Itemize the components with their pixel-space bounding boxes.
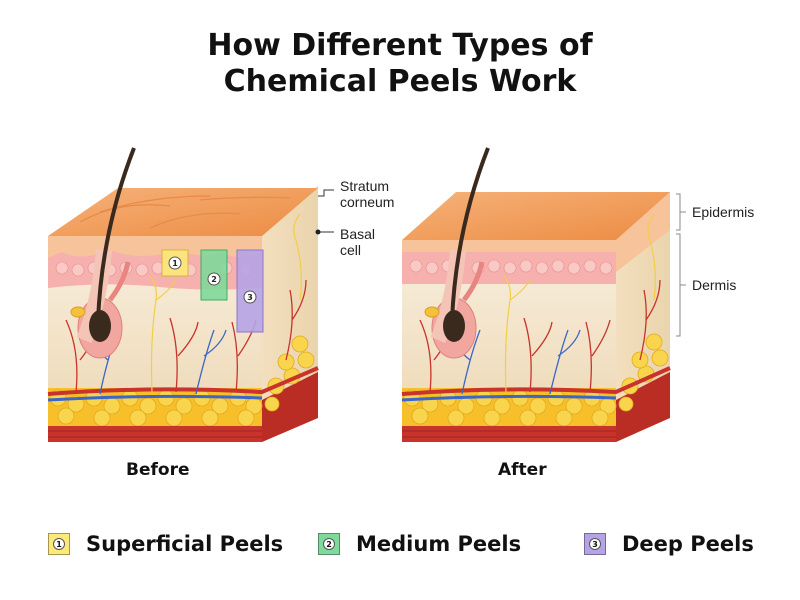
after-epidermis-front — [402, 240, 616, 252]
legend-swatch-medium: 2 — [318, 533, 340, 555]
before-muscle — [48, 426, 262, 442]
legend-item-medium: 2 Medium Peels — [318, 532, 521, 556]
basal-cell-line-1: Basal — [340, 226, 376, 242]
title-line-2: Chemical Peels Work — [223, 64, 577, 99]
before-skin-block: 1 2 3 — [47, 147, 334, 442]
before-vein — [47, 394, 263, 402]
after-hair-shaft — [450, 147, 490, 321]
before-artery — [47, 366, 319, 396]
peel-marker-superficial: 1 — [161, 249, 189, 277]
legend-number-2: 2 — [323, 538, 335, 550]
svg-text:2: 2 — [211, 275, 217, 284]
after-right-epidermis — [616, 192, 670, 272]
after-artery — [401, 366, 671, 396]
stratum-corneum-line-1: Stratum — [340, 178, 390, 194]
legend-item-deep: 3 Deep Peels — [584, 532, 754, 556]
before-epidermis-front — [48, 236, 262, 258]
basal-cell-label: Basal cell — [340, 226, 375, 258]
legend-label-superficial: Superficial Peels — [86, 532, 284, 556]
stratum-corneum-line-2: corneum — [340, 194, 395, 210]
legend-label-deep: Deep Peels — [622, 532, 754, 556]
peel-marker-deep: 3 — [236, 249, 264, 333]
before-hair-shaft — [96, 147, 136, 321]
svg-text:1: 1 — [172, 259, 178, 268]
after-hair-follicle — [424, 147, 490, 359]
dermis-label: Dermis — [692, 277, 737, 293]
legend-item-superficial: 1 Superficial Peels — [48, 532, 283, 556]
before-muscle-stripes — [48, 430, 262, 438]
after-skin-block — [401, 147, 686, 442]
svg-text:3: 3 — [247, 293, 253, 302]
after-caption: After — [498, 460, 547, 480]
after-muscle-stripes — [402, 430, 616, 438]
before-right-muscle — [262, 372, 318, 442]
after-muscle — [402, 426, 616, 442]
before-fat-cells — [49, 335, 315, 427]
legend-label-medium: Medium Peels — [356, 532, 522, 556]
after-vein — [401, 394, 617, 402]
peel-marker-medium: 2 — [200, 249, 228, 301]
legend-number-3: 3 — [589, 538, 601, 550]
before-nerves — [149, 213, 302, 393]
diagram-title: How Different Types of Chemical Peels Wo… — [0, 28, 800, 100]
legend-swatch-superficial: 1 — [48, 533, 70, 555]
epidermis-label: Epidermis — [692, 204, 755, 220]
after-basal-cells — [409, 259, 613, 275]
before-hair-follicle — [70, 147, 136, 359]
after-right-muscle — [616, 372, 670, 442]
title-line-1: How Different Types of — [207, 28, 593, 63]
before-caption: Before — [126, 460, 190, 480]
dermis-bracket — [676, 233, 686, 337]
before-top-wrinkles — [79, 195, 291, 229]
legend-number-1: 1 — [53, 538, 65, 550]
legend: 1 Superficial Peels 2 Medium Peels 3 Dee… — [0, 532, 800, 566]
epidermis-bracket — [676, 193, 686, 231]
basal-cell-line-2: cell — [340, 242, 362, 258]
stratum-corneum-pointer — [318, 189, 334, 197]
stratum-corneum-label: Stratum corneum — [340, 178, 394, 210]
legend-swatch-deep: 3 — [584, 533, 606, 555]
after-nerves — [503, 213, 656, 393]
